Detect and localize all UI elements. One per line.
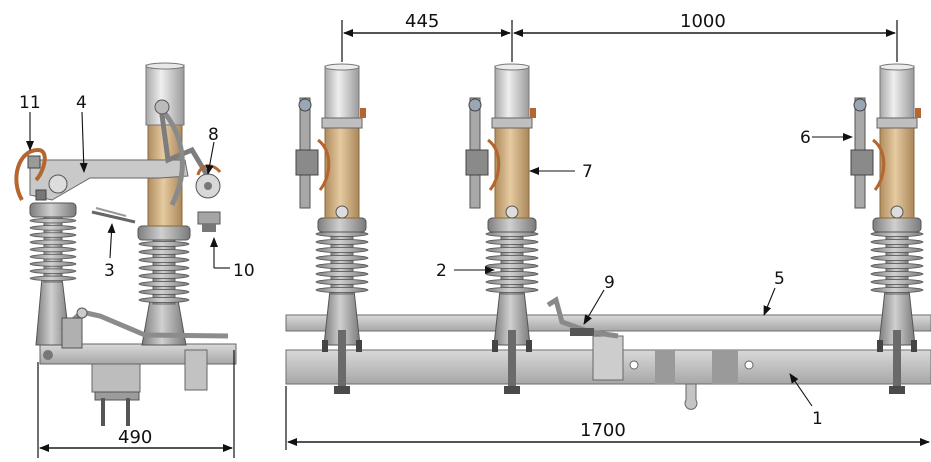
upper-beam — [285, 314, 931, 332]
front-view — [285, 63, 931, 410]
pole-assembly — [465, 63, 539, 394]
side-drive-lever — [60, 309, 229, 339]
callout-1: 1 — [812, 409, 823, 429]
pole-tube — [324, 127, 360, 219]
drive-plate — [592, 335, 624, 381]
side-terminal — [197, 211, 221, 225]
pole-tube — [879, 127, 915, 219]
dimension-lines — [37, 20, 930, 458]
callout-5: 5 — [774, 269, 785, 289]
dim-490: 490 — [118, 427, 152, 448]
pole-tube — [494, 127, 530, 219]
operating-lever — [546, 296, 619, 339]
dim-1000: 1000 — [680, 11, 726, 32]
dimension-texts: 445 1000 490 1700 — [118, 11, 726, 448]
side-bolt-right — [126, 398, 130, 426]
callout-11: 11 — [19, 93, 41, 113]
side-insulator-right — [137, 225, 191, 346]
callout-2: 2 — [436, 261, 447, 281]
callout-leaders — [26, 111, 853, 407]
pole-assembly — [295, 63, 369, 394]
pole-insulator — [485, 229, 539, 295]
callout-6: 6 — [800, 128, 811, 148]
callout-8: 8 — [208, 125, 219, 145]
dim-1700: 1700 — [580, 420, 626, 441]
side-drive-shaft — [94, 391, 140, 401]
callout-10: 10 — [233, 261, 255, 281]
callout-numbers: 11 4 8 3 10 6 7 2 5 9 1 — [19, 93, 823, 429]
side-blade-arm — [29, 159, 189, 201]
callout-3: 3 — [104, 261, 115, 281]
pole-assembly — [850, 63, 924, 394]
side-base-bracket — [91, 363, 141, 393]
side-view — [14, 62, 237, 426]
pole-insulator — [870, 229, 924, 295]
callout-9: 9 — [604, 273, 615, 293]
side-lower-bracket — [184, 349, 208, 391]
side-bolt-left — [101, 398, 105, 426]
dim-445: 445 — [405, 11, 439, 32]
callout-7: 7 — [582, 162, 593, 182]
side-earthing-blade — [91, 210, 136, 224]
callout-4: 4 — [76, 93, 87, 113]
hanging-lug — [684, 383, 698, 410]
pole-insulator — [315, 229, 369, 295]
side-arcing-horn — [14, 147, 47, 202]
